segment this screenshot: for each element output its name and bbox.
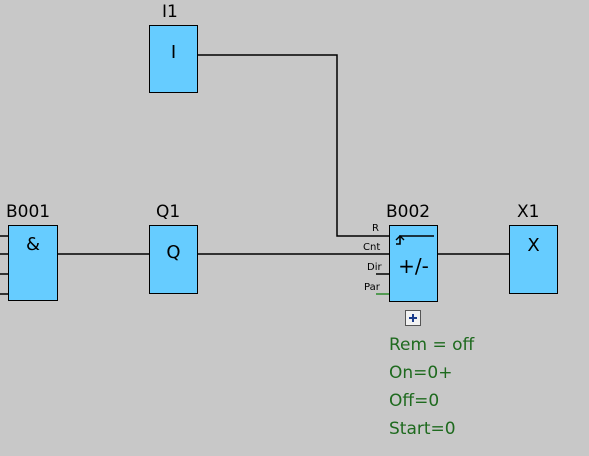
param-retentivity: Rem = off	[389, 335, 475, 355]
and-symbol: &	[25, 234, 41, 255]
pin-label-reset: R	[372, 223, 379, 234]
param-on-threshold: On=0+	[389, 363, 453, 383]
output-block-q1[interactable]: Q	[149, 225, 198, 294]
up-down-counter-block-b002[interactable]: +/-	[389, 225, 438, 302]
pin-label-direction: Dir	[367, 262, 382, 273]
open-connector-symbol: X	[527, 235, 540, 256]
up-down-counter-icon	[395, 235, 434, 245]
wire-i1-to-b002-reset[interactable]	[197, 54, 389, 237]
pin-label-count: Cnt	[363, 242, 381, 253]
expand-parameters-button[interactable]	[405, 310, 421, 326]
block-label-i1: I1	[162, 2, 178, 22]
block-label-b002: B002	[386, 202, 431, 222]
input-symbol: I	[170, 42, 177, 63]
plus-icon-vertical	[412, 314, 414, 322]
counter-symbol: +/-	[398, 254, 429, 278]
open-connector-block-x1[interactable]: X	[509, 225, 558, 294]
output-symbol: Q	[166, 242, 181, 263]
block-label-q1: Q1	[156, 202, 181, 222]
block-label-x1: X1	[517, 202, 540, 222]
param-off-threshold: Off=0	[389, 391, 440, 411]
param-start-value: Start=0	[389, 419, 456, 439]
input-block-i1[interactable]: I	[149, 25, 198, 93]
block-label-b001: B001	[6, 202, 51, 222]
and-block-b001[interactable]: &	[8, 225, 58, 301]
pin-label-parameter: Par	[364, 282, 380, 293]
